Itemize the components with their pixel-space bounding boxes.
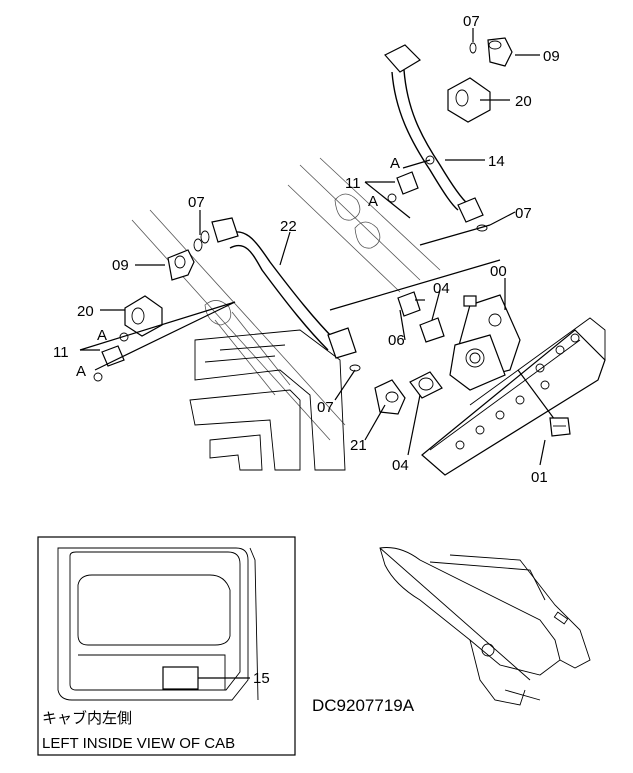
- elbow-09-left: [167, 249, 195, 281]
- callout-07-left: 07: [188, 194, 205, 211]
- adapter-06: [397, 291, 421, 317]
- fitting-11-upper: [396, 171, 419, 195]
- valve-block: [449, 294, 521, 391]
- hose-14: [384, 44, 484, 223]
- callout-09-left: 09: [112, 257, 129, 274]
- adapter-04-upper: [419, 317, 445, 343]
- callout-06: 06: [388, 332, 405, 349]
- block-20-top: [447, 77, 491, 123]
- callout-07-bottom: 07: [317, 399, 334, 416]
- callout-20-top: 20: [515, 93, 532, 110]
- callout-22: 22: [280, 218, 297, 235]
- inset-part-15-location: [162, 666, 199, 690]
- callout-a-upper-1: A: [390, 155, 400, 172]
- callout-14: 14: [488, 153, 505, 170]
- elbow-21: [374, 379, 406, 415]
- mounting-bracket: [421, 317, 606, 476]
- callout-21: 21: [350, 437, 367, 454]
- callout-20-left: 20: [77, 303, 94, 320]
- callout-11-upper: 11: [345, 175, 361, 192]
- callout-09-top: 09: [543, 48, 560, 65]
- callout-a-left-2: A: [76, 363, 86, 380]
- callout-01: 01: [531, 469, 548, 486]
- adapter-04-lower: [409, 371, 443, 399]
- inset-caption-japanese: キャブ内左側: [42, 709, 132, 727]
- callout-15: 15: [253, 670, 270, 687]
- callout-11-left: 11: [53, 344, 69, 361]
- inset-caption-english: LEFT INSIDE VIEW OF CAB: [42, 735, 235, 752]
- callout-labels: 07 09 20 14 A 11 A 07 00 22 07 09 04 06 …: [53, 13, 560, 486]
- inset-cab-view: 15 キャブ内左側 LEFT INSIDE VIEW OF CAB: [37, 536, 296, 756]
- callout-a-left-1: A: [97, 327, 107, 344]
- machine-location-sketch: [379, 547, 591, 706]
- callout-a-upper-2: A: [368, 193, 378, 210]
- boom-ghost-outline: [131, 157, 441, 441]
- callout-04-upper: 04: [433, 280, 450, 297]
- hose-22: [211, 217, 357, 359]
- callout-07-right: 07: [515, 205, 532, 222]
- elbow-09-top: [487, 37, 513, 67]
- leader-lines: [79, 28, 546, 466]
- fitting-11-left: [101, 345, 125, 367]
- bolt-01: [517, 369, 571, 437]
- direction-arrow-graphic: [189, 329, 346, 471]
- callout-04-lower: 04: [392, 457, 409, 474]
- callout-07-top: 07: [463, 13, 480, 30]
- callout-00: 00: [490, 263, 507, 280]
- drawing-code: DC9207719A: [312, 696, 415, 715]
